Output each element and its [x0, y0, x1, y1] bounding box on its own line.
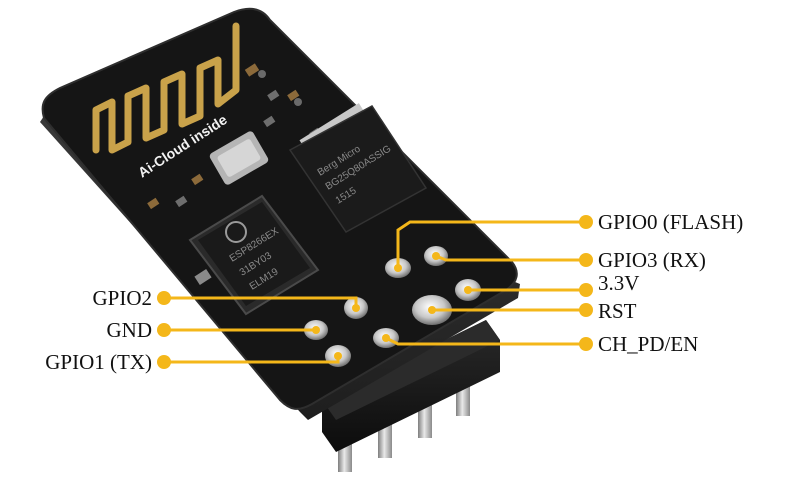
callout-dot-chpd	[579, 337, 593, 351]
pin-label-gnd: GND	[107, 318, 153, 342]
callout-dot-rst	[579, 303, 593, 317]
callout-dot-gpio0	[579, 215, 593, 229]
callout-dot-gpio2	[157, 291, 171, 305]
callout-line-gpio0	[396, 220, 586, 268]
crystal-oscillator	[209, 131, 269, 185]
pin-label-gpio3: GPIO3 (RX)	[598, 248, 706, 272]
pin-label-rst: RST	[598, 299, 637, 323]
callout-dot-gpio1	[157, 355, 171, 369]
esp8266-chip: ESP8266EX 31BY03 ELM19	[188, 194, 320, 316]
callout-line-chpd	[385, 336, 586, 346]
callout-dots	[157, 215, 593, 369]
pin-label-vcc: 3.3V	[598, 271, 639, 295]
pin-label-gpio2: GPIO2	[92, 286, 152, 310]
callout-dot-gnd	[157, 323, 171, 337]
antenna-trace	[92, 52, 240, 154]
callout-dot-vcc	[579, 283, 593, 297]
pin-label-chpd: CH_PD/EN	[598, 332, 698, 356]
flash-chip: Berg Micro BG25Q80ASSIG 1515	[288, 103, 428, 233]
pin-label-gpio1: GPIO1 (TX)	[45, 350, 152, 374]
callout-dot-gpio3	[579, 253, 593, 267]
pin-labels: GPIO0 (FLASH) GPIO3 (RX) 3.3V RST CH_PD/…	[45, 210, 743, 374]
pin-label-gpio0: GPIO0 (FLASH)	[598, 210, 743, 234]
